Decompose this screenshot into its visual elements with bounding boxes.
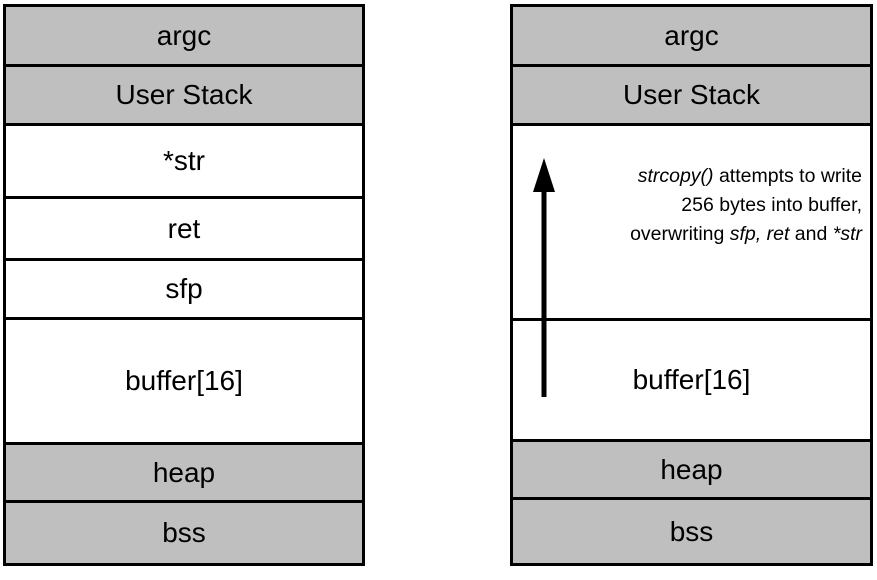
segment-heap: heap — [513, 442, 870, 500]
segment-buffer-label: buffer[16] — [125, 365, 243, 396]
segment-buffer: buffer[16] — [6, 320, 362, 445]
segment-buffer: buffer[16] — [513, 321, 870, 442]
annotation-line-2: 256 bytes into buffer, — [681, 194, 862, 216]
segment-heap-label: heap — [152, 456, 216, 488]
segment-overwritten-region: strcopy() attempts to write 256 bytes in… — [513, 126, 870, 397]
segment-bss: bss — [6, 503, 362, 563]
segment-user-stack-label: User Stack — [115, 79, 253, 110]
segment-argc: argc — [6, 7, 362, 67]
segment-heap-label: heap — [660, 453, 723, 485]
segment-bss: bss — [513, 500, 870, 563]
segment-user-stack: User Stack — [513, 67, 870, 126]
segment-sfp-label: sfp — [165, 273, 203, 304]
overflow-annotation: strcopy() attempts to write 256 bytes in… — [552, 162, 862, 249]
memory-stack-before: argc User Stack *str ret sfp buffer[16] … — [3, 4, 365, 566]
segment-heap: heap — [6, 445, 362, 503]
annotation-line-3: overwriting sfp, ret and *str — [630, 223, 862, 245]
memory-stack-overflow: argc User Stack strcopy() attempts to wr… — [510, 4, 873, 566]
segment-str-pointer-label: *str — [163, 145, 205, 176]
segment-bss-label: bss — [669, 515, 714, 547]
segment-bss-label: bss — [162, 517, 206, 548]
segment-str-pointer: *str — [6, 126, 362, 199]
segment-argc-label: argc — [156, 19, 212, 51]
segment-argc-label: argc — [664, 19, 719, 51]
segment-sfp: sfp — [6, 261, 362, 320]
segment-argc: argc — [513, 7, 870, 67]
segment-user-stack-label: User Stack — [623, 79, 760, 110]
segment-ret: ret — [6, 199, 362, 261]
segment-buffer-label: buffer[16] — [632, 364, 751, 395]
annotation-line-1: strcopy() attempts to write — [637, 165, 862, 187]
segment-ret-label: ret — [167, 212, 201, 244]
segment-user-stack: User Stack — [6, 67, 362, 126]
